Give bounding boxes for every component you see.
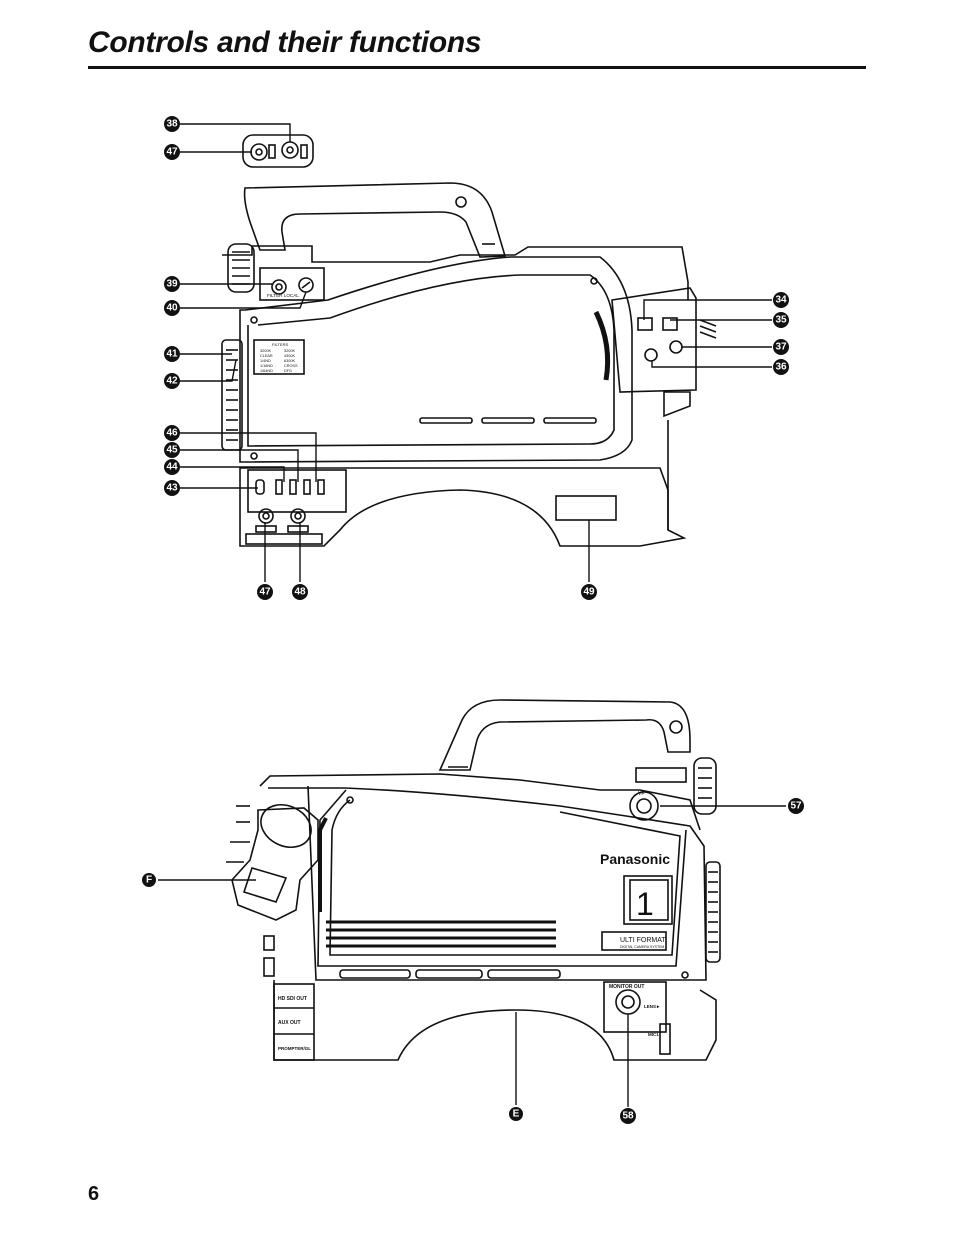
callout-f: F xyxy=(142,873,156,887)
svg-text:40: 40 xyxy=(166,303,178,314)
svg-text:37: 37 xyxy=(775,342,787,353)
callouts-top: 38 47 39 40 41 42 46 45 44 43 34 35 37 3… xyxy=(164,116,789,600)
bottom-leader-lines xyxy=(158,805,786,1107)
svg-text:47: 47 xyxy=(166,147,178,158)
filter-right-1: 3200K xyxy=(284,349,295,353)
svg-text:34: 34 xyxy=(775,295,787,306)
filter-right-3: 6300K xyxy=(284,359,295,363)
filter-left-5: 1/64ND xyxy=(260,369,273,373)
svg-text:49: 49 xyxy=(583,587,595,598)
hd-sdi-out-label: HD SDI OUT xyxy=(278,996,307,1002)
callout-e: E xyxy=(509,1107,523,1121)
multi-format-sub: DIGITAL CAMERA SYSTEM xyxy=(620,945,664,949)
page-title: Controls and their functions xyxy=(88,26,482,59)
callout-39: 39 xyxy=(164,276,180,292)
filter-right-2: 4300K xyxy=(284,354,295,358)
svg-text:46: 46 xyxy=(166,428,178,439)
callout-45: 45 xyxy=(164,442,180,458)
callout-57: 57 xyxy=(788,798,804,814)
callout-47b: 47 xyxy=(257,584,273,600)
svg-text:43: 43 xyxy=(166,483,178,494)
svg-text:48: 48 xyxy=(294,587,306,598)
callout-47a: 47 xyxy=(164,144,180,160)
monitor-out-label: MONITOR OUT xyxy=(609,984,644,990)
svg-text:35: 35 xyxy=(775,315,787,326)
filter-left-4: 1/16ND xyxy=(260,364,273,368)
prompter-label: PROMPTER/GL xyxy=(278,1046,311,1051)
top-camera-drawing xyxy=(221,134,717,547)
svg-text:E: E xyxy=(513,1109,520,1120)
top-leader-lines xyxy=(180,123,772,582)
svg-text:47: 47 xyxy=(259,587,271,598)
lens-label: LENS► xyxy=(644,1004,660,1009)
filter-local-label: FILTER LOCAL xyxy=(267,293,299,298)
callout-48: 48 xyxy=(292,584,308,600)
svg-text:42: 42 xyxy=(166,376,178,387)
callout-35: 35 xyxy=(773,312,789,328)
callout-34: 34 xyxy=(773,292,789,308)
callout-44: 44 xyxy=(164,459,180,475)
callout-49: 49 xyxy=(581,584,597,600)
bottom-camera-labels: Panasonic 1 ULTI FORMAT DIGITAL CAMERA S… xyxy=(278,791,670,1051)
svg-text:41: 41 xyxy=(166,349,178,360)
callout-43: 43 xyxy=(164,480,180,496)
callout-36: 36 xyxy=(773,359,789,375)
svg-text:F: F xyxy=(146,875,152,886)
filter-panel-labels: FILTER LOCAL FILTERS 3200K CLEAR 1/4ND 1… xyxy=(260,293,299,373)
vf-label: VF xyxy=(638,791,644,797)
filter-left-2: CLEAR xyxy=(260,354,273,358)
svg-text:44: 44 xyxy=(166,462,178,473)
callout-37: 37 xyxy=(773,339,789,355)
callout-58: 58 xyxy=(620,1108,636,1124)
svg-text:38: 38 xyxy=(166,119,178,130)
svg-text:39: 39 xyxy=(166,279,178,290)
slot-number: 1 xyxy=(636,886,654,922)
multi-format-label: ULTI FORMAT xyxy=(620,937,666,944)
filter-left-3: 1/4ND xyxy=(260,359,271,363)
mic1-label: MIC1 xyxy=(648,1032,659,1037)
callout-38: 38 xyxy=(164,116,180,132)
filter-right-5: DFG xyxy=(284,369,292,373)
panasonic-logo: Panasonic xyxy=(600,851,670,867)
svg-text:36: 36 xyxy=(775,362,787,373)
bottom-camera-drawing xyxy=(226,699,721,1061)
aux-out-label: AUX OUT xyxy=(278,1020,301,1026)
svg-text:58: 58 xyxy=(622,1111,634,1122)
filter-right-4: CROSS xyxy=(284,364,298,368)
callout-40: 40 xyxy=(164,300,180,316)
page-number: 6 xyxy=(88,1183,100,1205)
svg-text:57: 57 xyxy=(790,801,802,812)
filter-left-1: 3200K xyxy=(260,349,271,353)
callout-46: 46 xyxy=(164,425,180,441)
svg-text:45: 45 xyxy=(166,445,178,456)
callout-41: 41 xyxy=(164,346,180,362)
filters-header: FILTERS xyxy=(272,342,288,347)
callout-42: 42 xyxy=(164,373,180,389)
title-rule xyxy=(88,66,866,69)
callouts-bottom: 57 F E 58 xyxy=(142,798,804,1124)
